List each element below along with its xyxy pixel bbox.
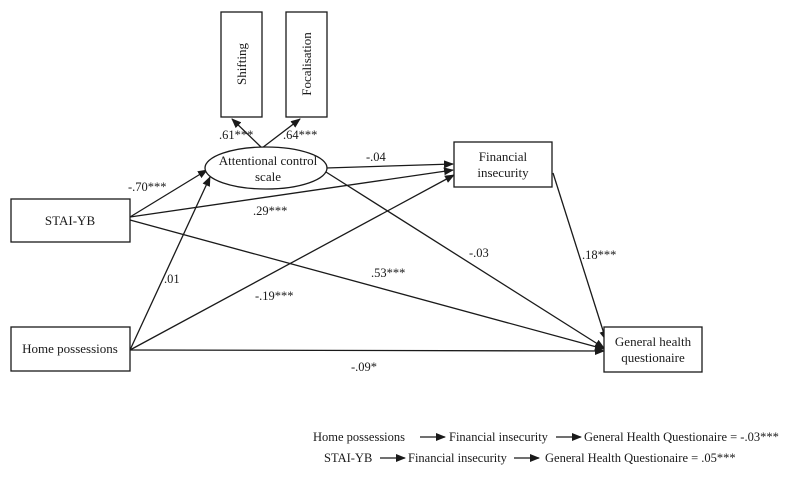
coef-home-acs: .01 [164, 272, 180, 286]
home-label: Home possessions [22, 341, 118, 356]
node-shifting: Shifting [220, 11, 263, 118]
fn1-predictor: Home possessions [313, 430, 405, 444]
coef-home-ghq: -.09* [351, 360, 377, 374]
edge-acs-ghq [325, 171, 605, 349]
fn2-predictor: STAI-YB [324, 451, 372, 465]
fn2-mediator: Financial insecurity [408, 451, 508, 465]
edge-acs-focalisation [261, 118, 301, 149]
coef-stai-acs: -.70*** [128, 180, 167, 194]
edge-stai-acs [129, 169, 208, 218]
edge-home-ghq [129, 346, 605, 355]
fn1-outcome: General Health Questionaire = -.03*** [584, 430, 779, 444]
edge-home-financial [129, 174, 455, 351]
edge-stai-financial [129, 167, 454, 218]
coef-home-financial: -.19*** [255, 289, 294, 303]
coef-stai-ghq: .53*** [371, 266, 405, 280]
edge-acs-financial [325, 160, 454, 169]
fn2-outcome: General Health Questionaire = .05*** [545, 451, 736, 465]
coef-acs-shifting: .61*** [219, 128, 253, 142]
edge-acs-shifting [231, 118, 263, 149]
ghq-label-line1: General health [615, 334, 692, 349]
node-focalisation: Focalisation [285, 11, 328, 118]
ghq-label-line2: questionaire [621, 350, 685, 365]
financial-label-line2: insecurity [477, 165, 529, 180]
coef-stai-financial: .29*** [253, 204, 287, 218]
node-attentional-control-scale: Attentional control scale [204, 146, 328, 190]
acs-label-line1: Attentional control [219, 153, 318, 168]
fn1-mediator: Financial insecurity [449, 430, 549, 444]
node-general-health-questionaire: General health questionaire [603, 326, 703, 373]
node-focalisation-label: Focalisation [299, 32, 314, 96]
acs-label-line2: scale [255, 169, 281, 184]
coef-acs-ghq: -.03 [469, 246, 489, 260]
coef-financial-ghq: .18*** [582, 248, 616, 262]
coef-acs-financial: -.04 [366, 150, 387, 164]
edge-financial-ghq [552, 172, 608, 341]
node-financial-insecurity: Financial insecurity [453, 141, 553, 188]
stai-label: STAI-YB [45, 213, 96, 228]
node-stai-yb: STAI-YB [10, 198, 131, 243]
coef-acs-focalisation: .64*** [283, 128, 317, 142]
node-shifting-label: Shifting [234, 43, 249, 85]
edge-home-acs [129, 176, 211, 351]
node-home-possessions: Home possessions [10, 326, 131, 372]
financial-label-line1: Financial [479, 149, 528, 164]
indirect-effect-line-2: STAI-YB Financial insecurity General Hea… [324, 451, 736, 465]
indirect-effect-line-1: Home possessions Financial insecurity Ge… [313, 430, 779, 444]
edge-stai-ghq [129, 219, 605, 351]
